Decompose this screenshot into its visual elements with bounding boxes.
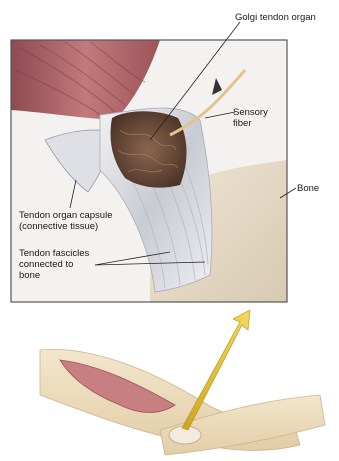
label-fascicles-line2: connected to bbox=[19, 259, 89, 270]
label-golgi-text: Golgi tendon organ bbox=[235, 12, 316, 23]
label-sensory-line2: fiber bbox=[233, 118, 268, 129]
label-golgi-tendon-organ: Golgi tendon organ bbox=[235, 12, 316, 23]
label-sensory-line1: Sensory bbox=[233, 107, 268, 118]
label-bone: Bone bbox=[297, 183, 319, 194]
label-capsule-line2: (connective tissue) bbox=[19, 221, 113, 232]
label-fascicles-line1: Tendon fascicles bbox=[19, 248, 89, 259]
label-capsule-line1: Tendon organ capsule bbox=[19, 210, 113, 221]
label-fascicles-line3: bone bbox=[19, 270, 89, 281]
label-tendon-fascicles: Tendon fascicles connected to bone bbox=[19, 248, 89, 281]
label-sensory-fiber: Sensory fiber bbox=[233, 107, 268, 129]
label-tendon-organ-capsule: Tendon organ capsule (connective tissue) bbox=[19, 210, 113, 232]
label-bone-text: Bone bbox=[297, 183, 319, 194]
arm-illustration bbox=[40, 310, 325, 455]
